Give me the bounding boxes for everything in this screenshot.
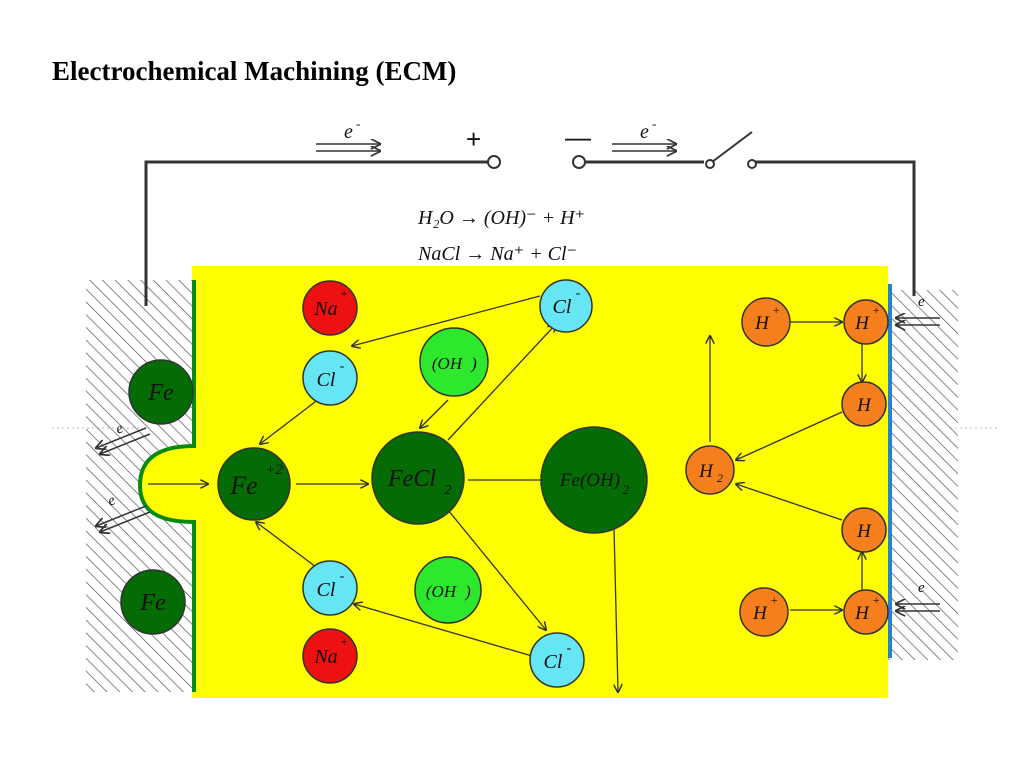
svg-text:2: 2 (445, 483, 452, 498)
electron-label: e (640, 121, 649, 143)
ion-na-bottom: Na + (302, 628, 358, 684)
svg-text:Cl: Cl (317, 579, 336, 601)
equation-nacl: NaCl → Na⁺ + Cl⁻ (417, 243, 577, 265)
ion-h-bottom: H (841, 507, 887, 553)
arrow-cl-top-to-cl-mid (352, 295, 541, 346)
electron-flow-cathode: e e (896, 294, 940, 611)
circuit-wire-left (144, 160, 490, 306)
ion-hplus-top-left: H + (741, 297, 791, 347)
svg-text:H: H (698, 461, 714, 482)
anode-terminal (487, 155, 501, 169)
arrow-h-to-h2-bottom (736, 484, 843, 521)
arrow-cl-bottom-to-cl (354, 604, 533, 657)
ion-cl-top: Cl - (539, 279, 593, 333)
arrow-oh-to-fecl2 (420, 399, 449, 428)
svg-text:+: + (772, 303, 780, 317)
svg-text:): ) (464, 582, 471, 601)
svg-text:(OH: (OH (432, 354, 464, 373)
electron-flow-top-left: e - (316, 116, 380, 151)
svg-text:Fe: Fe (147, 380, 174, 406)
ion-cl-bottom: Cl - (529, 632, 585, 688)
ion-fe-bottom: Fe (120, 569, 186, 635)
ion-feoh2: Fe(OH) 2 (540, 426, 648, 534)
circuit-wire-right-b (752, 160, 916, 296)
svg-text:Cl: Cl (317, 369, 336, 391)
svg-text:(OH: (OH (426, 582, 458, 601)
ion-h2: H 2 (685, 445, 735, 495)
arrow-feoh2-precipitate (614, 527, 618, 692)
svg-text:): ) (470, 354, 477, 373)
ion-hplus-bottom-left: H + (739, 587, 789, 637)
svg-text:-: - (340, 569, 345, 584)
electron-sup: - (652, 116, 656, 131)
svg-text:e: e (918, 580, 925, 596)
svg-text:e: e (918, 294, 925, 310)
ion-fe2: Fe +2 (217, 447, 291, 521)
ion-hplus-top-right: H + (843, 299, 889, 345)
arrow-fecl2-to-cl-top (447, 324, 556, 441)
svg-text:+: + (340, 634, 349, 649)
ion-hplus-bottom-right: H + (843, 589, 889, 635)
svg-text:Fe: Fe (229, 471, 257, 500)
svg-text:-: - (340, 359, 345, 374)
equation-water: H₂O → (OH)⁻ + H⁺ (417, 207, 585, 229)
svg-text:2: 2 (623, 482, 630, 497)
svg-text:H: H (856, 395, 872, 416)
svg-text:Fe: Fe (139, 590, 166, 616)
ion-fe-top: Fe (128, 359, 194, 425)
electron-sup: - (356, 116, 360, 131)
reaction-arrows (148, 295, 862, 692)
ion-cl-mid: Cl - (302, 350, 358, 406)
ion-na-top: Na + (302, 280, 358, 336)
switch-lever (711, 131, 753, 163)
svg-text:+: + (770, 593, 778, 607)
svg-text:H: H (752, 603, 768, 624)
svg-text:H: H (754, 313, 770, 334)
ion-oh-top: (OH ) (419, 327, 489, 397)
svg-text:+: + (340, 286, 349, 301)
electron-label: e (344, 121, 353, 143)
anode-surface (137, 280, 196, 692)
ion-oh-bottom: (OH ) (414, 556, 482, 624)
page-title: Electrochemical Machining (ECM) (52, 56, 457, 86)
svg-text:Fe(OH): Fe(OH) (559, 470, 620, 491)
svg-text:+: + (872, 593, 880, 607)
cathode-tool (888, 290, 958, 660)
arrow-h-to-h2-top (736, 411, 843, 460)
ion-cl-lower: Cl - (302, 560, 358, 616)
svg-text:+: + (872, 303, 880, 317)
ion-fecl2: FeCl 2 (371, 431, 465, 525)
electron-flow-top-right: e - (612, 116, 676, 151)
svg-text:H: H (854, 603, 870, 624)
arrow-fecl2-to-cl-bottom (447, 509, 546, 630)
svg-text:Cl: Cl (553, 296, 572, 318)
svg-text:Na: Na (313, 646, 337, 668)
svg-text:-: - (567, 641, 572, 656)
switch-contact-b (747, 159, 757, 169)
svg-text:H: H (856, 521, 872, 542)
svg-text:FeCl: FeCl (387, 466, 436, 492)
svg-text:2: 2 (717, 471, 723, 485)
plus-sign: + (466, 124, 481, 154)
minus-sign: — (565, 122, 591, 152)
cathode-terminal (572, 155, 586, 169)
svg-text:-: - (576, 286, 581, 301)
svg-text:+2: +2 (265, 462, 283, 478)
ion-h-top: H (841, 381, 887, 427)
svg-text:Cl: Cl (544, 651, 563, 673)
svg-text:H: H (854, 313, 870, 334)
svg-text:Na: Na (313, 298, 337, 320)
